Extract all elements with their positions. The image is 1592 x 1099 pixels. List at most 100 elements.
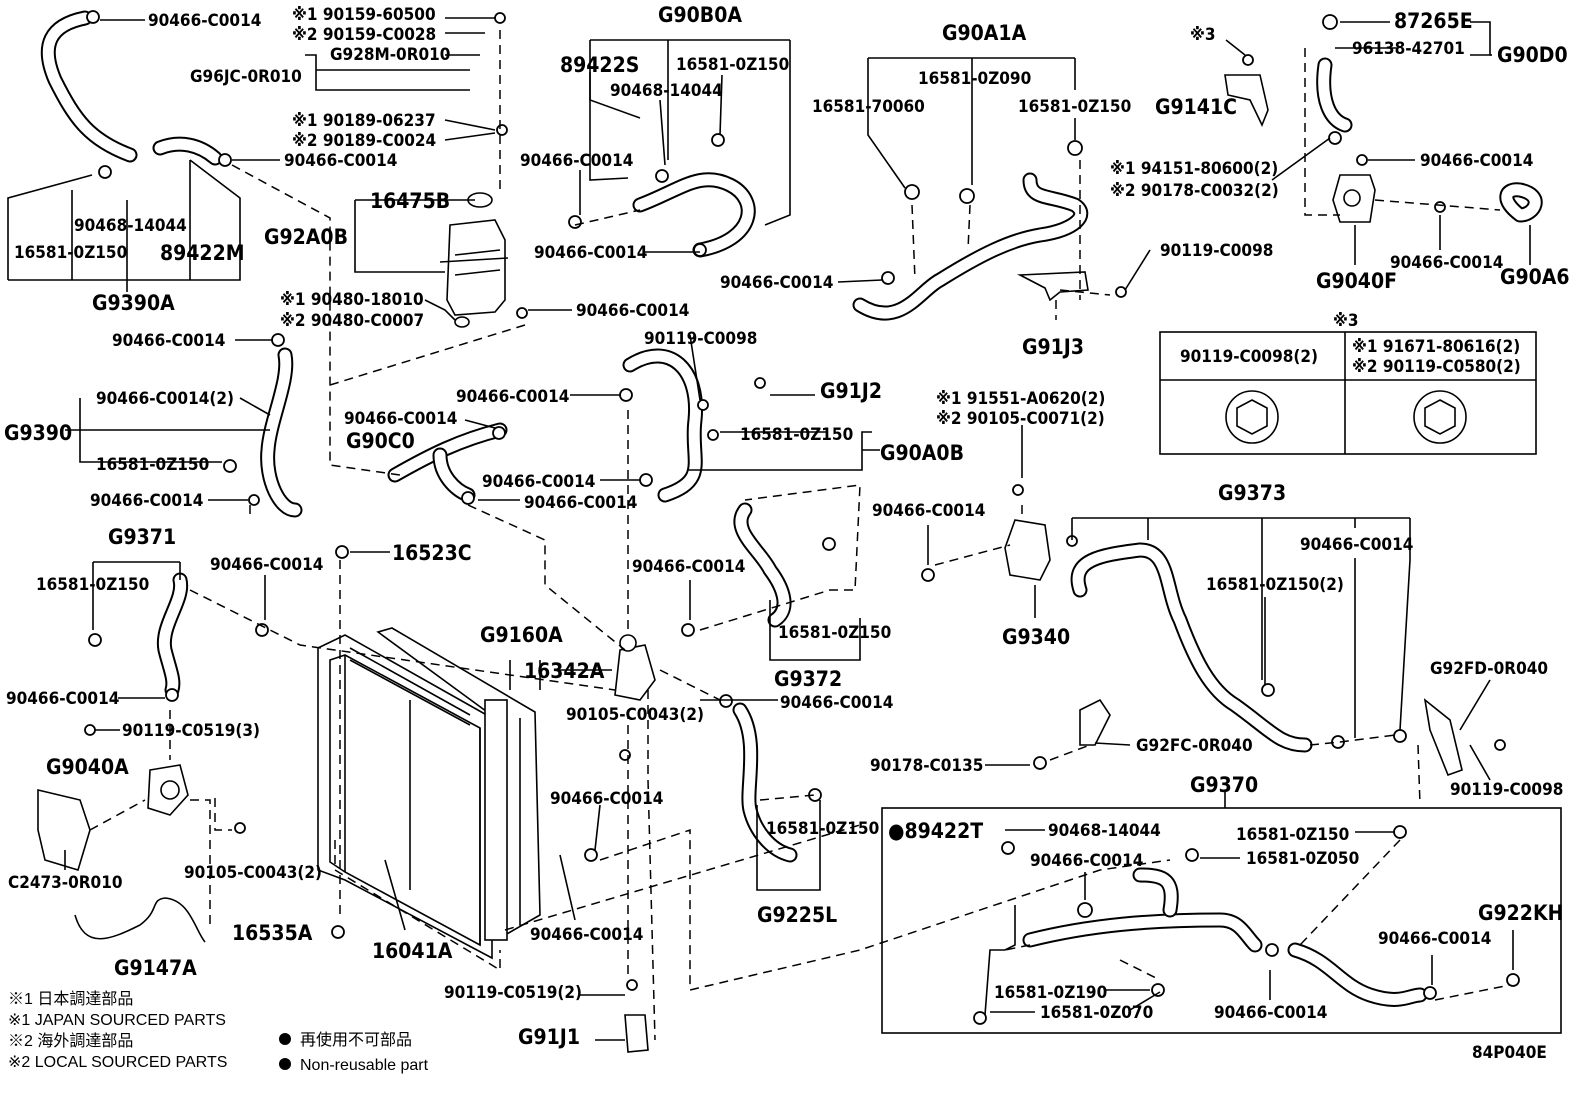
part-label: 90466-C0014 bbox=[1214, 1003, 1327, 1023]
non-reusable-bullet-icon bbox=[279, 1058, 291, 1070]
group-label: G90B0A bbox=[658, 3, 742, 27]
part-label: 90466-C0014 bbox=[1420, 151, 1533, 171]
legend-nonreusable-jp: 再使用不可部品 bbox=[300, 1031, 412, 1049]
part-label: 90466-C0014(2) bbox=[96, 389, 234, 409]
group-label: G9141C bbox=[1155, 95, 1237, 119]
part-label: 16581-0Z150 bbox=[36, 575, 149, 595]
group-label: 87265E bbox=[1394, 9, 1473, 33]
pumps-and-valves bbox=[37, 74, 1463, 1053]
group-label: G9040F bbox=[1316, 269, 1397, 293]
diagram-code: 84P040E bbox=[1472, 1043, 1547, 1063]
fastener-inset-table: ※3 90119-C0098(2) ※1 91671-80616(2) ※2 9… bbox=[1159, 311, 1537, 455]
group-label: G90D0 bbox=[1497, 43, 1568, 67]
part-label: 16581-0Z150 bbox=[96, 455, 209, 475]
part-label: 90468-14044 bbox=[1048, 821, 1161, 841]
part-label: 90466-C0014 bbox=[780, 693, 893, 713]
part-label: 90466-C0014 bbox=[112, 331, 225, 351]
group-label: G90A0B bbox=[880, 441, 964, 465]
group-label: G9373 bbox=[1218, 481, 1286, 505]
group-label: G9390 bbox=[4, 421, 72, 445]
part-label: 16581-0Z150 bbox=[778, 623, 891, 643]
part-label: 16581-0Z150(2) bbox=[1206, 575, 1344, 595]
part-label: 90466-C0014 bbox=[210, 555, 323, 575]
part-label: 16581-0Z050 bbox=[1246, 849, 1359, 869]
group-label: G9160A bbox=[480, 623, 563, 647]
part-label: 90466-C0014 bbox=[530, 925, 643, 945]
part-label: 16581-0Z070 bbox=[1040, 1003, 1153, 1023]
group-label: G922KH bbox=[1478, 901, 1563, 925]
group-label: G9371 bbox=[108, 525, 176, 549]
part-label: G92FD-0R040 bbox=[1430, 659, 1548, 679]
group-label: 16523C bbox=[392, 541, 472, 565]
part-label: 90119-C0519(2) bbox=[444, 983, 582, 1003]
part-label: 16581-0Z150 bbox=[14, 243, 127, 263]
part-label: 90466-C0014 bbox=[284, 151, 397, 171]
group-label: G9370 bbox=[1190, 773, 1258, 797]
leader-lines bbox=[7, 17, 1562, 1041]
legend-japan-jp: ※1 日本調達部品 bbox=[8, 990, 133, 1008]
non-reusable-bullet-icon bbox=[279, 1033, 291, 1045]
part-label: C2473-0R010 bbox=[8, 873, 122, 893]
group-label: G9340 bbox=[1002, 625, 1070, 649]
group-label: 16535A bbox=[232, 921, 313, 945]
part-label: 90178-C0135 bbox=[870, 756, 983, 776]
part-label: 90105-C0043(2) bbox=[184, 863, 322, 883]
part-label: 90466-C0014 bbox=[872, 501, 985, 521]
group-label: G9390A bbox=[92, 291, 175, 315]
group-label: 16475B bbox=[370, 189, 450, 213]
group-label: G91J2 bbox=[820, 379, 882, 403]
legend-japan-en: ※1 JAPAN SOURCED PARTS bbox=[8, 1012, 226, 1029]
part-label: 90466-C0014 bbox=[456, 387, 569, 407]
reservoir-tank bbox=[439, 192, 509, 328]
part-label: 90105-C0043(2) bbox=[566, 705, 704, 725]
sensor-harness bbox=[74, 897, 206, 943]
part-label: 90466-C0014 bbox=[1390, 253, 1503, 273]
part-label: ※1 90159-60500 bbox=[292, 5, 436, 25]
part-label: ※2 90480-C0007 bbox=[280, 311, 424, 331]
group-label: ●89422T bbox=[888, 819, 983, 843]
part-label: 90119-C0098 bbox=[1160, 241, 1273, 261]
part-label: 90466-C0014 bbox=[524, 493, 637, 513]
part-label: 90466-C0014 bbox=[148, 11, 261, 31]
part-label: ※1 91551-A0620(2) bbox=[936, 389, 1105, 409]
part-label: ※2 90189-C0024 bbox=[292, 131, 436, 151]
radiator-assembly bbox=[317, 627, 541, 960]
hoses bbox=[40, 10, 1543, 1007]
group-label: G92A0B bbox=[264, 225, 348, 249]
inset-title: ※3 bbox=[1333, 311, 1359, 331]
group-label: G90A6 bbox=[1500, 265, 1570, 289]
part-label: 90466-C0014 bbox=[534, 243, 647, 263]
part-label: G96JC-0R010 bbox=[190, 67, 302, 87]
part-label: 90468-14044 bbox=[610, 81, 723, 101]
legend-nonreusable-en: Non-reusable part bbox=[300, 1057, 429, 1074]
part-label: G928M-0R010 bbox=[330, 45, 450, 65]
group-label: G91J3 bbox=[1022, 335, 1084, 359]
hose-clamps bbox=[84, 10, 1520, 1025]
part-label: 16581-0Z150 bbox=[740, 425, 853, 445]
part-label: 90466-C0014 bbox=[576, 301, 689, 321]
part-label: 90466-C0014 bbox=[720, 273, 833, 293]
part-label: 90466-C0014 bbox=[1300, 535, 1413, 555]
part-label: 90466-C0014 bbox=[1378, 929, 1491, 949]
part-label: 16581-0Z150 bbox=[1018, 97, 1131, 117]
part-label: 16581-0Z090 bbox=[918, 69, 1031, 89]
part-label: 90119-C0098 bbox=[644, 329, 757, 349]
part-label: 90119-C0098 bbox=[1450, 780, 1563, 800]
group-label: 16041A bbox=[372, 939, 453, 963]
part-label: 16581-0Z150 bbox=[676, 55, 789, 75]
part-label: 16581-70060 bbox=[812, 97, 925, 117]
part-label: 90466-C0014 bbox=[550, 789, 663, 809]
part-label: 90468-14044 bbox=[74, 216, 187, 236]
inset-col1: 90119-C0098(2) bbox=[1180, 347, 1318, 367]
group-label: G91J1 bbox=[518, 1025, 580, 1049]
part-label: 90466-C0014 bbox=[632, 557, 745, 577]
part-label: 90466-C0014 bbox=[1030, 851, 1143, 871]
group-label: G9372 bbox=[774, 667, 842, 691]
part-label: 16581-0Z190 bbox=[994, 983, 1107, 1003]
part-label: ※1 94151-80600(2) bbox=[1110, 159, 1278, 179]
part-label: ※2 90105-C0071(2) bbox=[936, 409, 1105, 429]
part-label: 90466-C0014 bbox=[520, 151, 633, 171]
legend: ※1 日本調達部品 ※1 JAPAN SOURCED PARTS ※2 海外調達… bbox=[8, 990, 429, 1074]
group-label: 89422S bbox=[560, 53, 639, 77]
group-label: G9147A bbox=[114, 956, 197, 980]
